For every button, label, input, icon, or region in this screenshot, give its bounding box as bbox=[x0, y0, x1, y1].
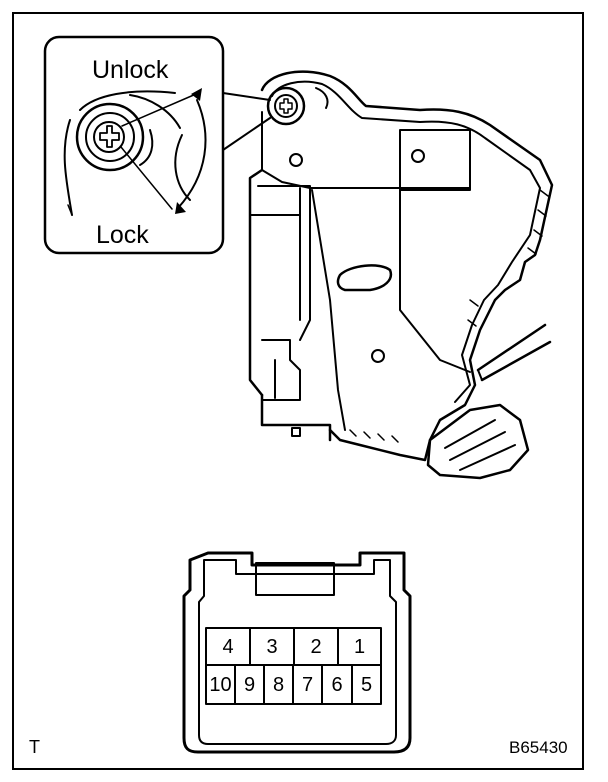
door-lock-motor-icon bbox=[248, 70, 554, 480]
terminal-6-label: 6 bbox=[331, 674, 343, 696]
terminal-7-label: 7 bbox=[301, 674, 314, 696]
rotation-arrow bbox=[177, 99, 207, 209]
diagram-frame bbox=[12, 12, 584, 770]
terminal-9-label: 9 bbox=[243, 674, 256, 696]
terminal-8-label: 8 bbox=[272, 674, 285, 696]
connector-icon bbox=[182, 551, 412, 754]
terminal-4-label: 4 bbox=[222, 636, 234, 658]
unlock-label: Unlock bbox=[92, 56, 169, 84]
lock-label: Lock bbox=[96, 221, 149, 249]
inset-detail bbox=[43, 35, 225, 255]
terminal-3-label: 3 bbox=[266, 636, 278, 658]
terminal-5-label: 5 bbox=[360, 674, 373, 696]
terminal-1-label: 1 bbox=[353, 636, 366, 658]
terminal-10-label: 10 bbox=[209, 674, 232, 696]
terminal-2-label: 2 bbox=[310, 636, 322, 658]
corner-mark: T bbox=[29, 737, 40, 757]
figure-code: B65430 bbox=[509, 738, 568, 757]
callout-line-top bbox=[222, 92, 271, 101]
lock-switch-rotor-icon bbox=[75, 102, 145, 172]
